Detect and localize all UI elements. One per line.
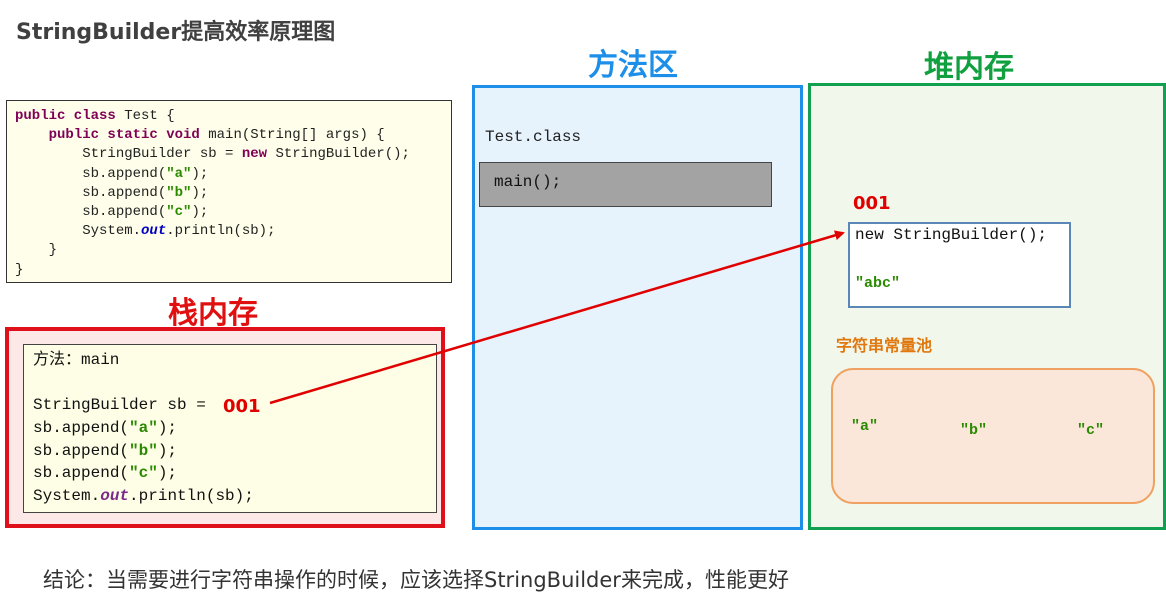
- code-keyword: public static void: [48, 127, 200, 144]
- code-string: "c": [166, 203, 192, 220]
- code-keyword: public class: [15, 108, 116, 124]
- stack-line: sb.append("b");: [33, 441, 178, 460]
- main-method-block: main();: [479, 162, 772, 207]
- diagram-title: StringBuilder提高效率原理图: [16, 20, 336, 45]
- code-line: sb.append("c");: [82, 203, 209, 220]
- pool-string: "a": [851, 418, 879, 435]
- string-pool-label: 字符串常量池: [836, 336, 933, 355]
- code-line: StringBuilder sb = new StringBuilder();: [15, 145, 451, 164]
- method-area-heading: 方法区: [588, 48, 678, 83]
- code-text: StringBuilder();: [267, 146, 410, 163]
- conclusion-text: 结论：当需要进行字符串操作的时候，应该选择StringBuilder来完成，性能…: [43, 568, 789, 592]
- stack-sb-declaration: StringBuilder sb =: [33, 396, 216, 415]
- code-line: }: [48, 242, 58, 259]
- arrow-line: [269, 230, 845, 405]
- class-file-label: Test.class: [485, 128, 582, 146]
- code-line: sb.append("a");: [82, 165, 209, 182]
- code-keyword: new: [241, 146, 268, 163]
- pool-string: "c": [1077, 422, 1105, 439]
- code-line: public static void main(String[] args) {: [15, 126, 451, 145]
- pool-string: "b": [960, 422, 988, 439]
- string-constant-pool: "a" "b" "c": [831, 368, 1155, 504]
- stack-method-label: 方法：main: [33, 351, 120, 369]
- object-value: "abc": [855, 275, 901, 292]
- code-line: }: [15, 261, 24, 278]
- code-string: "b": [166, 184, 192, 201]
- heap-object-address: 001: [853, 193, 891, 214]
- code-line: public class Test {: [15, 107, 451, 126]
- method-area-box: Test.class main();: [472, 85, 803, 530]
- heap-heading: 堆内存: [924, 50, 1014, 85]
- code-static-field: out: [141, 223, 167, 240]
- stringbuilder-object: new StringBuilder(); "abc": [848, 222, 1071, 308]
- source-code-box: public class Test { public static void m…: [6, 100, 452, 283]
- code-line: System.out.println(sb);: [82, 223, 276, 240]
- stack-memory-box: 方法：main StringBuilder sb = sb.append("a"…: [5, 327, 445, 528]
- stack-line: sb.append("c");: [33, 464, 178, 483]
- code-text: main(String[] args) {: [199, 127, 385, 144]
- stack-frame: 方法：main StringBuilder sb = sb.append("a"…: [23, 344, 437, 513]
- stack-reference-address: 001: [223, 396, 261, 417]
- code-line: sb.append("b");: [82, 184, 209, 201]
- stack-line: sb.append("a");: [33, 419, 178, 438]
- object-constructor: new StringBuilder();: [855, 226, 1048, 244]
- stack-line: System.out.println(sb);: [33, 487, 254, 506]
- code-string: "a": [166, 165, 192, 182]
- code-text: StringBuilder sb =: [82, 146, 242, 163]
- code-text: Test {: [115, 108, 175, 124]
- stack-heading: 栈内存: [168, 296, 258, 331]
